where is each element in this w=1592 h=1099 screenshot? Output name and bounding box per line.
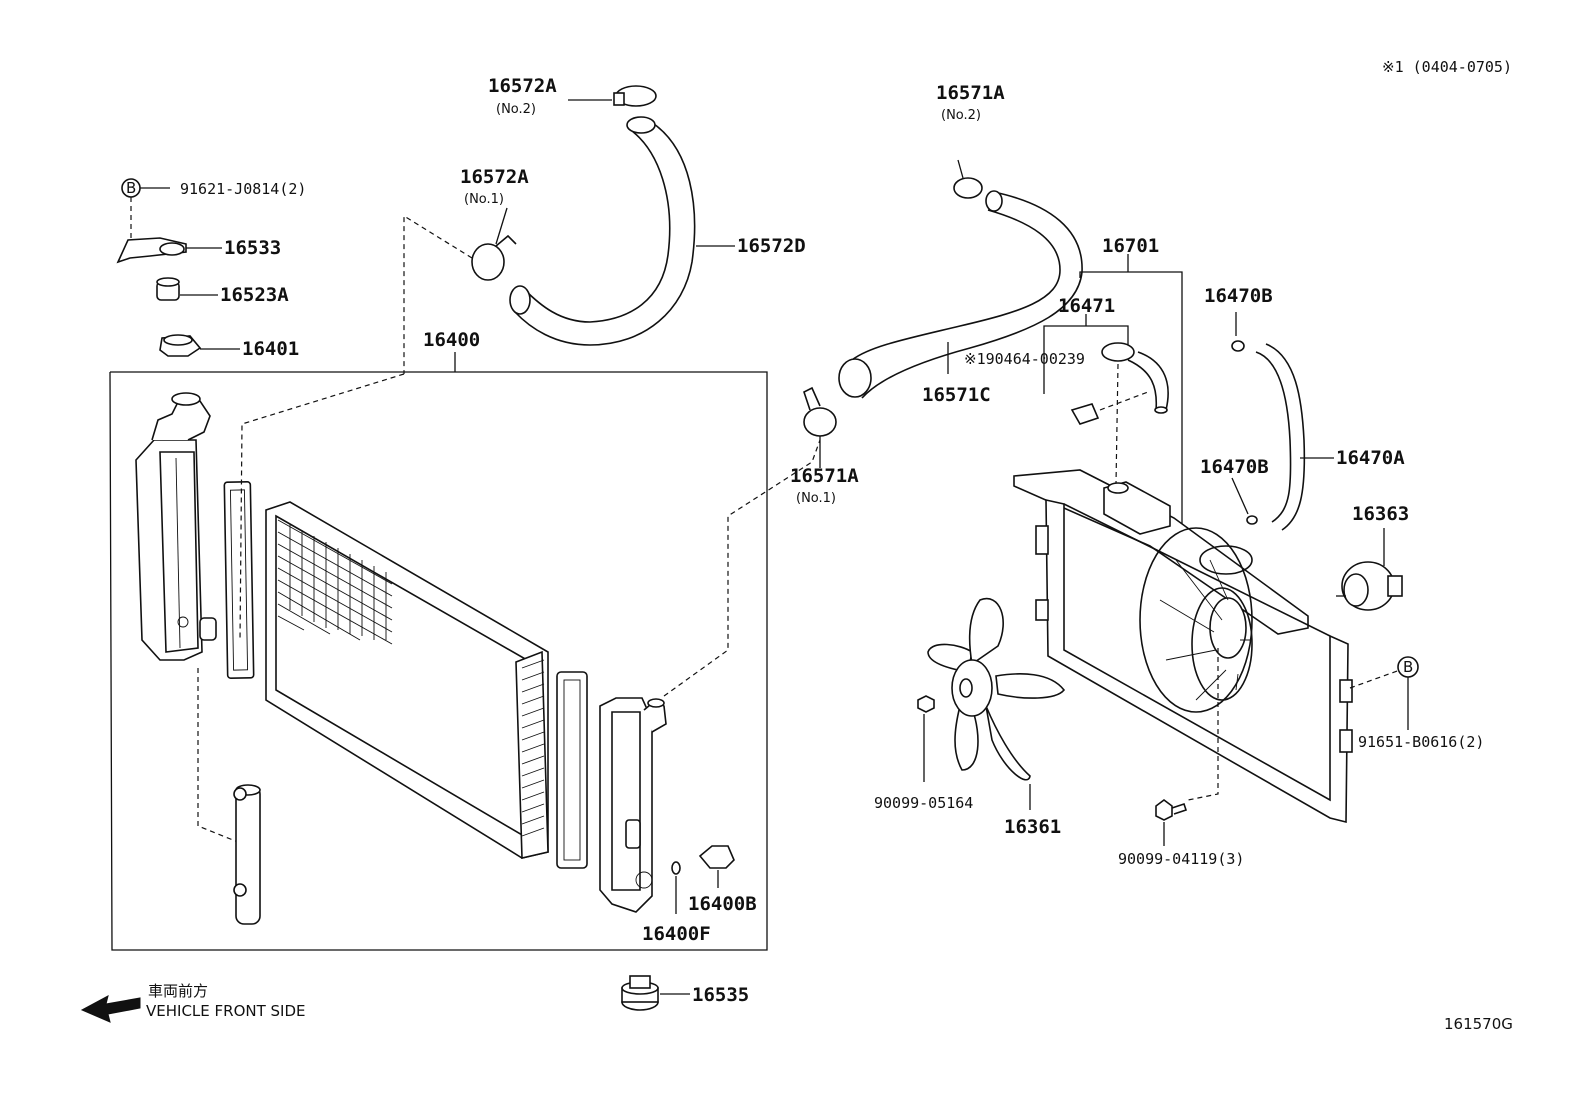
- label-16400F: 16400F: [642, 923, 711, 945]
- label-16572A-no1: 16572A: [460, 166, 529, 188]
- header-note: ※1 (0404-0705): [1382, 58, 1512, 76]
- label-16523A: 16523A: [220, 284, 289, 306]
- label-16535: 16535: [692, 984, 749, 1006]
- label-16571C: 16571C: [922, 384, 991, 406]
- label-16701: 16701: [1102, 235, 1159, 257]
- label-16470B-mid: 16470B: [1200, 456, 1269, 478]
- fan-motor: [1336, 528, 1403, 611]
- label-16571A-no1-sub: (No.1): [796, 491, 836, 506]
- cooling-fan: [927, 597, 1066, 810]
- svg-text:B: B: [1403, 658, 1413, 676]
- lower-hose-assembly: [803, 159, 1083, 468]
- label-16363: 16363: [1352, 503, 1409, 525]
- label-16401: 16401: [242, 338, 299, 360]
- fan-nut: [917, 695, 935, 782]
- svg-text:B: B: [126, 179, 136, 197]
- upper-hose-assembly: [403, 85, 735, 374]
- label-91651: 91651-B0616(2): [1358, 733, 1484, 751]
- left-small-parts: B: [116, 178, 240, 357]
- label-16470B-top: 16470B: [1204, 285, 1273, 307]
- label-16572D: 16572D: [737, 235, 806, 257]
- radiator-lower-cushion: [621, 975, 690, 1011]
- label-16470A: 16470A: [1336, 447, 1405, 469]
- label-190464: ※190464-00239: [964, 350, 1085, 368]
- label-16400B: 16400B: [688, 893, 757, 915]
- label-16572A-no2: 16572A: [488, 75, 557, 97]
- direction-label-jp: 車両前方: [148, 982, 208, 1000]
- figure-code: 161570G: [1444, 1015, 1513, 1033]
- label-16571A-no2-sub: (No.2): [941, 108, 981, 123]
- radiator-core-fins: [277, 519, 393, 645]
- overflow-hose: [1231, 312, 1334, 531]
- fan-shroud-assembly: B: [1013, 254, 1419, 824]
- label-91621: 91621-J0814(2): [180, 180, 306, 198]
- label-16572A-no1-sub: (No.1): [464, 192, 504, 207]
- label-16572A-no2-sub: (No.2): [496, 102, 536, 117]
- label-16471: 16471: [1058, 295, 1115, 317]
- label-90099-05164: 90099-05164: [874, 794, 973, 812]
- label-16533: 16533: [224, 237, 281, 259]
- label-16400: 16400: [423, 329, 480, 351]
- vehicle-front-arrow: [80, 995, 141, 1023]
- label-16571A-no2: 16571A: [936, 82, 1005, 104]
- label-16571A-no1: 16571A: [790, 465, 859, 487]
- label-16361: 16361: [1004, 816, 1061, 838]
- shroud-bolt: [1155, 799, 1188, 846]
- label-90099-04119: 90099-04119(3): [1118, 850, 1244, 868]
- direction-label-en: VEHICLE FRONT SIDE: [146, 1002, 306, 1020]
- radiator-assembly-frame: [109, 352, 821, 951]
